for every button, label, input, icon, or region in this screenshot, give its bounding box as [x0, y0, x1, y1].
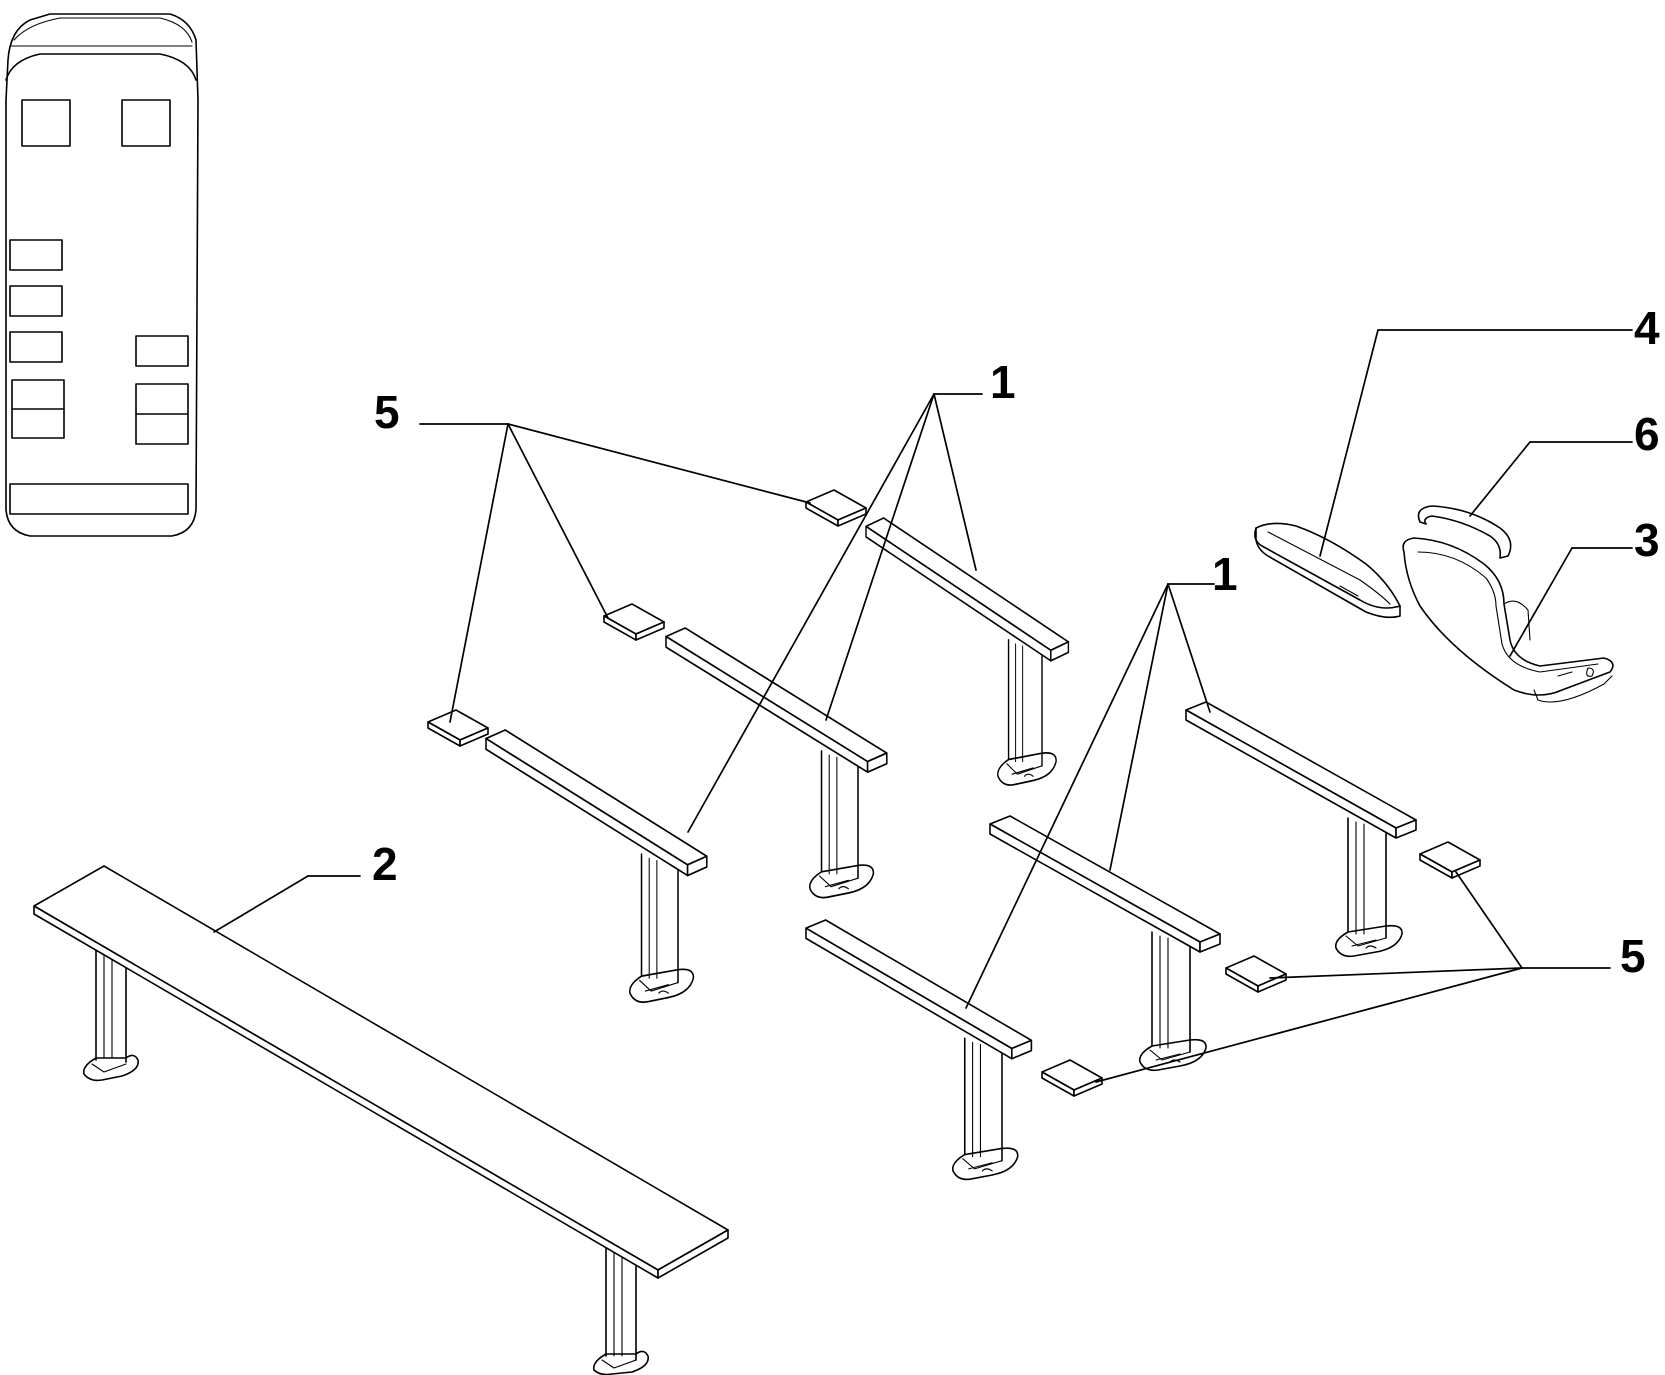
- callout-5-left: 5: [374, 386, 400, 438]
- seat-unit-right-back: [1185, 701, 1417, 958]
- callout-3: 3: [1634, 514, 1660, 566]
- pad-left-2: [603, 603, 665, 641]
- callout-6: 6: [1634, 408, 1660, 460]
- pad-left-1: [805, 489, 867, 527]
- callout-1-right: 1: [1212, 548, 1238, 600]
- seat-unit-front: [485, 729, 708, 1003]
- callout-2: 2: [372, 838, 398, 890]
- callout-1-top: 1: [990, 356, 1016, 408]
- callout-5-right: 5: [1620, 930, 1646, 982]
- seat-unit-back: [865, 517, 1070, 786]
- seat-unit-right-middle: [989, 815, 1221, 1072]
- callout-4: 4: [1634, 302, 1660, 354]
- long-bench-part-2: [33, 865, 729, 1375]
- leader-lines: [213, 329, 1633, 1083]
- vehicle-plan-view: [5, 13, 199, 537]
- pad-right-1: [1419, 841, 1481, 879]
- seat-unit-right-front: [805, 919, 1033, 1181]
- seat-cushion-part-4: [1254, 522, 1401, 619]
- pad-right-2: [1225, 955, 1287, 993]
- seat-shell-part-3: [1402, 537, 1614, 703]
- pad-left-3: [427, 709, 489, 747]
- grab-handle-part-6: [1417, 505, 1512, 559]
- pad-right-3: [1041, 1059, 1103, 1097]
